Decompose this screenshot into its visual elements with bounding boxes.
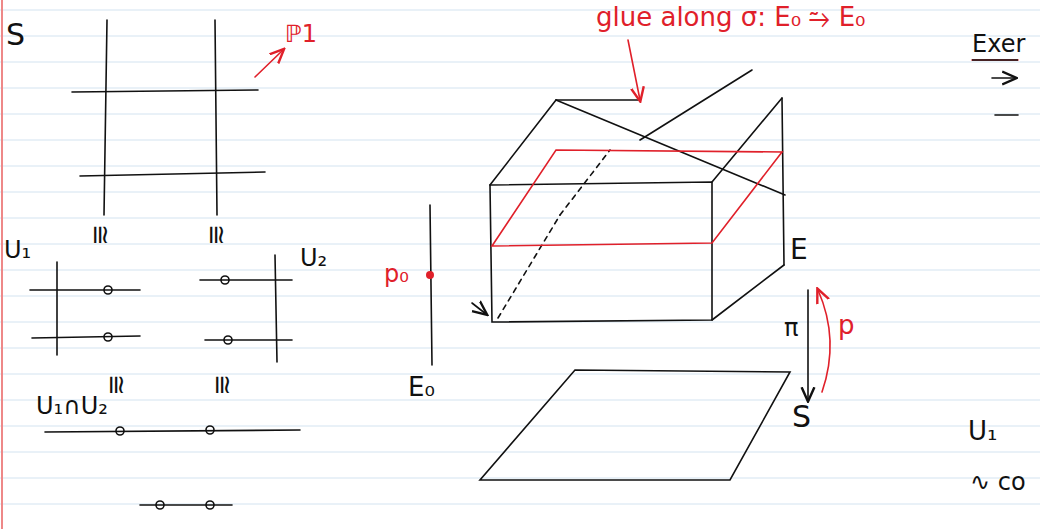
chart-label: U₂	[300, 246, 327, 270]
underline	[972, 59, 1018, 61]
chart-label: U₁	[968, 418, 997, 444]
projection-label: π	[784, 316, 798, 340]
fiber-label: E₀	[408, 374, 435, 400]
space-label: ℙ1	[285, 22, 317, 46]
space-label: S	[792, 402, 811, 432]
chart-label: U₁	[4, 238, 31, 262]
note-fragment: ∿ co	[970, 470, 1026, 494]
margin-line	[1, 0, 3, 529]
ruled-lines	[0, 10, 1040, 504]
iso-symbol: ≅	[204, 224, 230, 246]
section-label: p	[838, 312, 855, 338]
gluing-note: glue along σ: E₀ ⥲ E₀	[596, 4, 866, 30]
iso-symbol: ≅	[210, 374, 236, 396]
point-label: p₀	[384, 262, 409, 286]
iso-symbol: ≅	[104, 374, 130, 396]
exercise-heading: Exer	[972, 32, 1025, 56]
sketch-lines	[30, 20, 1018, 509]
base-point	[426, 271, 434, 279]
intersection-label: U₁∩U₂	[36, 394, 108, 418]
red-marks	[255, 40, 1018, 392]
space-label: S	[6, 20, 25, 50]
bundle-label: E	[790, 236, 808, 264]
iso-symbol: ≅	[88, 224, 114, 246]
